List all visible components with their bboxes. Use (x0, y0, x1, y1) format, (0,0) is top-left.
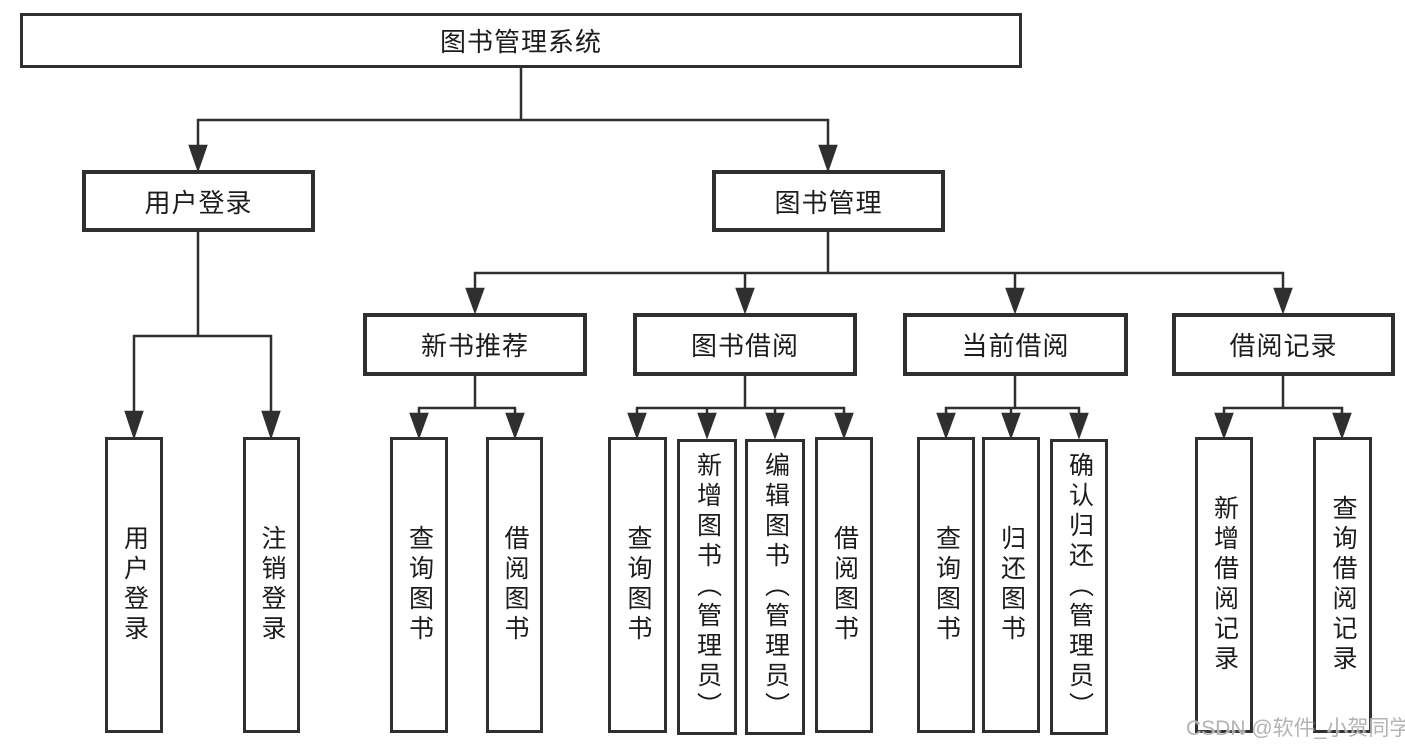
node-borrow-books-recommend: 借阅图书 (486, 437, 543, 733)
node-label: 查询图书 (624, 525, 652, 645)
connector-root (188, 68, 838, 173)
watermark-text: CSDN @软件_小贺同学 (1186, 717, 1405, 740)
node-query-books-recommend: 查询图书 (390, 437, 448, 733)
node-user-login-leaf: 用户登录 (105, 437, 163, 733)
connector-book-borrow (627, 376, 854, 440)
connector-borrow-records (1214, 376, 1352, 440)
node-add-books-admin: 新增图书（管理员） (677, 439, 737, 735)
node-confirm-return-admin: 确认归还（管理员） (1050, 439, 1108, 735)
node-borrow-records: 借阅记录 (1172, 313, 1395, 376)
node-label: 查询图书 (405, 525, 434, 645)
node-label: 查询图书 (932, 525, 961, 645)
node-label: 确认归还（管理员） (1065, 452, 1094, 722)
node-user-login: 用户登录 (82, 170, 315, 232)
node-query-borrow-record: 查询借阅记录 (1313, 437, 1372, 733)
node-label: 新增借阅记录 (1210, 495, 1239, 675)
node-label: 查询借阅记录 (1329, 495, 1357, 675)
node-query-books-current: 查询图书 (917, 437, 975, 733)
node-query-books-borrow: 查询图书 (608, 437, 667, 733)
node-edit-books-admin: 编辑图书（管理员） (745, 439, 805, 735)
node-borrow-books-leaf: 借阅图书 (815, 437, 873, 733)
connector-user-branch (124, 232, 281, 440)
node-library-system: 图书管理系统 (20, 13, 1022, 68)
node-return-books: 归还图书 (982, 437, 1040, 733)
node-add-borrow-record: 新增借阅记录 (1195, 437, 1253, 733)
connector-book-branch (465, 232, 1293, 315)
node-label: 借阅图书 (830, 525, 859, 645)
node-current-borrow: 当前借阅 (903, 313, 1128, 376)
node-label: 新增图书（管理员） (693, 452, 722, 722)
node-new-book-recommend: 新书推荐 (363, 313, 587, 376)
node-book-management: 图书管理 (712, 170, 945, 232)
node-label: 归还图书 (997, 525, 1026, 645)
node-logout-leaf: 注销登录 (243, 437, 300, 733)
connector-new-book (409, 376, 525, 440)
node-label: 借阅图书 (501, 525, 529, 645)
connector-current-borrow (936, 376, 1089, 440)
node-book-borrow: 图书借阅 (633, 313, 857, 376)
node-label: 注销登录 (258, 525, 286, 645)
node-label: 用户登录 (120, 525, 149, 645)
node-label: 编辑图书（管理员） (761, 452, 790, 722)
